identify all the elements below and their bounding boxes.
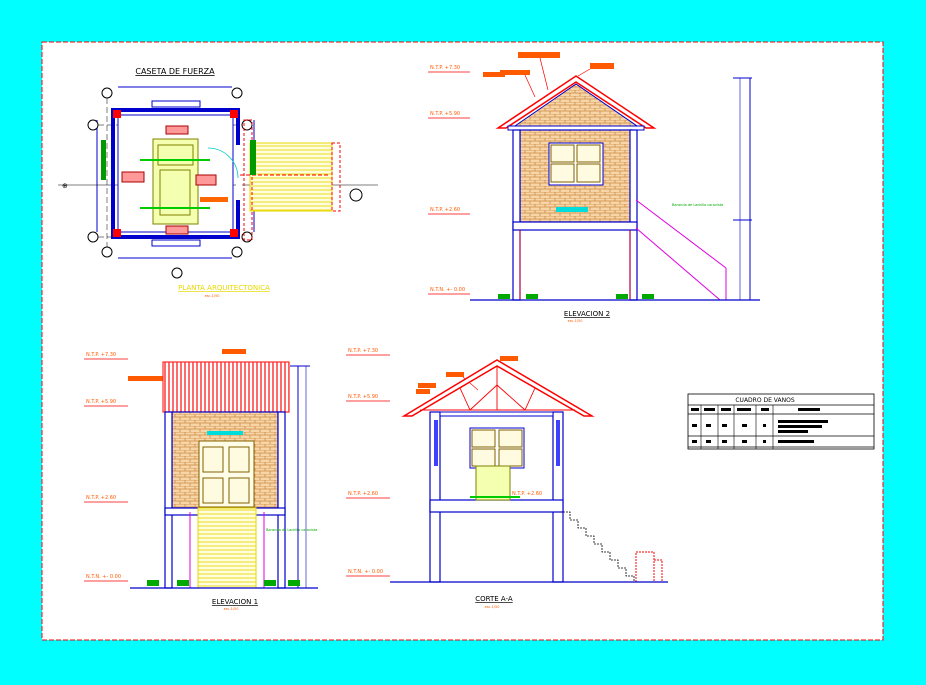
corte-level-3: N.T.P. +2.60 <box>348 491 378 497</box>
elev2-scale: esc.1/50 <box>568 319 583 323</box>
elev2-note: Baranda de Ladrillo caravista <box>672 203 723 207</box>
plan-caption: PLANTA ARQUITECTONICA <box>178 284 270 292</box>
vanos-table: CUADRO DE VANOS <box>687 393 875 450</box>
section-a-a: N.T.P. +7.30 N.T.P. +5.90 N.T.P. +2.60 N… <box>346 348 668 609</box>
floor-plan: CASETA DE FUERZA ⊕ <box>58 67 378 298</box>
corte-title: CORTE A-A <box>475 595 513 603</box>
corte-level-2: N.T.P. +5.90 <box>348 394 378 400</box>
vanos-title: CUADRO DE VANOS <box>735 397 794 404</box>
elev1-level-4: N.T.N. +- 0.00 <box>86 574 121 580</box>
elevation-2: N.T.P. +7.30 N.T.P. +5.90 N.T.P. +2.60 N… <box>428 52 760 323</box>
elev2-level-2: N.T.P. +5.90 <box>430 111 460 117</box>
corte-level-4: N.T.N. +- 0.00 <box>348 569 383 575</box>
corte-inner-level: N.T.P. +2.60 <box>512 491 542 497</box>
elev1-level-3: N.T.P. +2.60 <box>86 495 116 501</box>
corte-scale: esc.1/50 <box>485 605 500 609</box>
elevation-1: N.T.P. +7.30 N.T.P. +5.90 N.T.P. +2.60 N… <box>84 349 318 611</box>
elev2-level-3: N.T.P. +2.60 <box>430 207 460 213</box>
elev1-level-1: N.T.P. +7.30 <box>86 352 116 358</box>
plan-title: CASETA DE FUERZA <box>135 67 215 76</box>
elev1-note: Baranda de Ladrillo caravista <box>266 528 317 532</box>
elev2-level-4: N.T.N. +- 0.00 <box>430 287 465 293</box>
corte-level-1: N.T.P. +7.30 <box>348 348 378 354</box>
elev1-title: ELEVACION 1 <box>212 598 258 606</box>
elev1-scale: esc.1/50 <box>224 607 239 611</box>
plan-scale: esc.1/50 <box>205 294 220 298</box>
elev2-level-1: N.T.P. +7.30 <box>430 65 460 71</box>
elev2-title: ELEVACION 2 <box>564 310 610 318</box>
elev1-level-2: N.T.P. +5.90 <box>86 399 116 405</box>
svg-text:⊕: ⊕ <box>62 182 68 190</box>
